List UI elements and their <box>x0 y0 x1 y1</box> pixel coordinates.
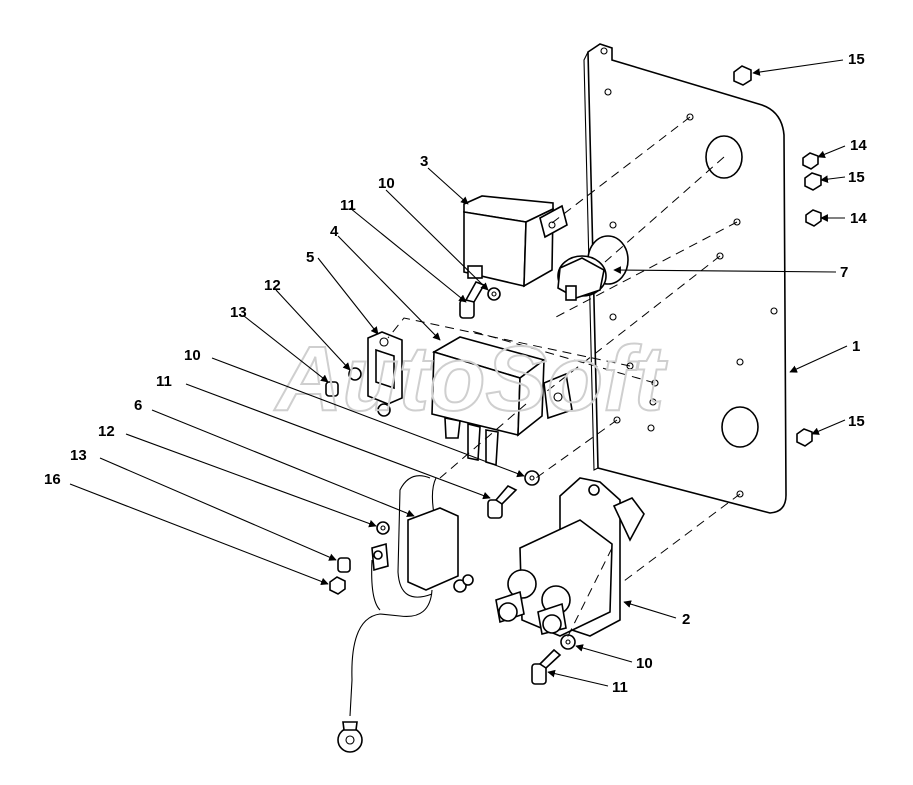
callout-16: 16 <box>44 471 61 488</box>
callout-14: 14 <box>850 210 867 227</box>
alignment-lines <box>387 116 741 641</box>
callout-1: 1 <box>852 338 860 355</box>
bolt-washer-lower-left <box>329 521 390 595</box>
callout-15: 15 <box>848 169 865 186</box>
bolt-washer-upper <box>459 281 501 319</box>
suppressor-cable-6 <box>337 475 474 753</box>
callout-12: 12 <box>98 423 115 440</box>
callout-11: 11 <box>612 679 628 696</box>
callout-10: 10 <box>378 175 395 192</box>
bolt-washer-middle <box>487 470 540 519</box>
pressure-switch-7 <box>557 235 629 301</box>
nut-15-middle <box>804 172 822 191</box>
callout-labels: 15 14 15 14 7 1 15 2 10 11 3 10 11 4 5 1… <box>44 51 867 696</box>
callout-6: 6 <box>134 397 142 414</box>
relay-3 <box>463 195 568 288</box>
callout-15: 15 <box>848 51 865 68</box>
callout-10: 10 <box>636 655 653 672</box>
nut-14-upper <box>802 152 819 170</box>
callout-11: 11 <box>340 197 356 214</box>
nut-15-top <box>733 65 752 86</box>
callout-4: 4 <box>330 223 339 240</box>
nut-15-lower <box>796 428 813 447</box>
callout-14: 14 <box>850 137 867 154</box>
callout-10: 10 <box>184 347 201 364</box>
bolt-washer-left <box>325 367 362 397</box>
callout-2: 2 <box>682 611 690 628</box>
callout-13: 13 <box>70 447 87 464</box>
watermark: AutoSoft <box>274 328 668 430</box>
callout-13: 13 <box>230 304 247 321</box>
callout-11: 11 <box>156 373 172 390</box>
callout-3: 3 <box>420 153 428 170</box>
callout-5: 5 <box>306 249 314 266</box>
nut-14-lower <box>805 209 822 227</box>
callout-7: 7 <box>840 264 848 281</box>
relay-4 <box>431 336 573 467</box>
fuse-holder-5 <box>367 331 403 417</box>
solenoid-2 <box>495 477 645 637</box>
mounting-plate <box>583 43 787 514</box>
bolt-washer-lower-right <box>531 634 576 685</box>
callout-12: 12 <box>264 277 281 294</box>
callout-15: 15 <box>848 413 865 430</box>
leader-lines <box>69 59 848 687</box>
